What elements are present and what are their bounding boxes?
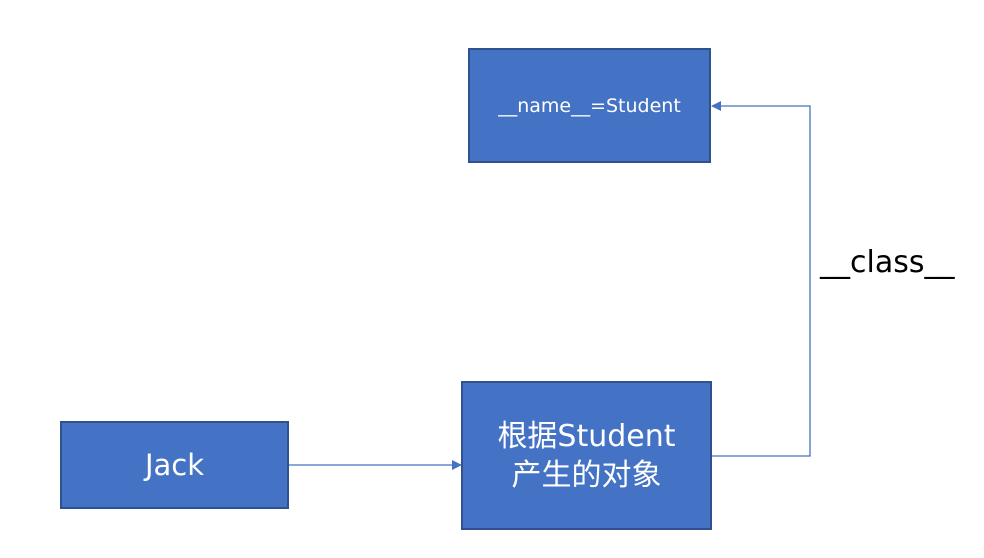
student-object-label-line1: 根据Student — [497, 418, 676, 454]
student-object-label: 根据Student 产生的对象 — [497, 417, 675, 495]
object-to-class-arrow — [711, 101, 811, 457]
class-name-label: __name__=Student — [498, 94, 681, 117]
jack-box: Jack — [60, 421, 289, 509]
jack-label: Jack — [144, 448, 205, 482]
class-edge-label: __class__ — [820, 245, 955, 280]
student-object-label-line2: 产生的对象 — [511, 457, 662, 493]
class-name-box: __name__=Student — [468, 48, 711, 163]
student-object-box: 根据Student 产生的对象 — [461, 381, 712, 530]
